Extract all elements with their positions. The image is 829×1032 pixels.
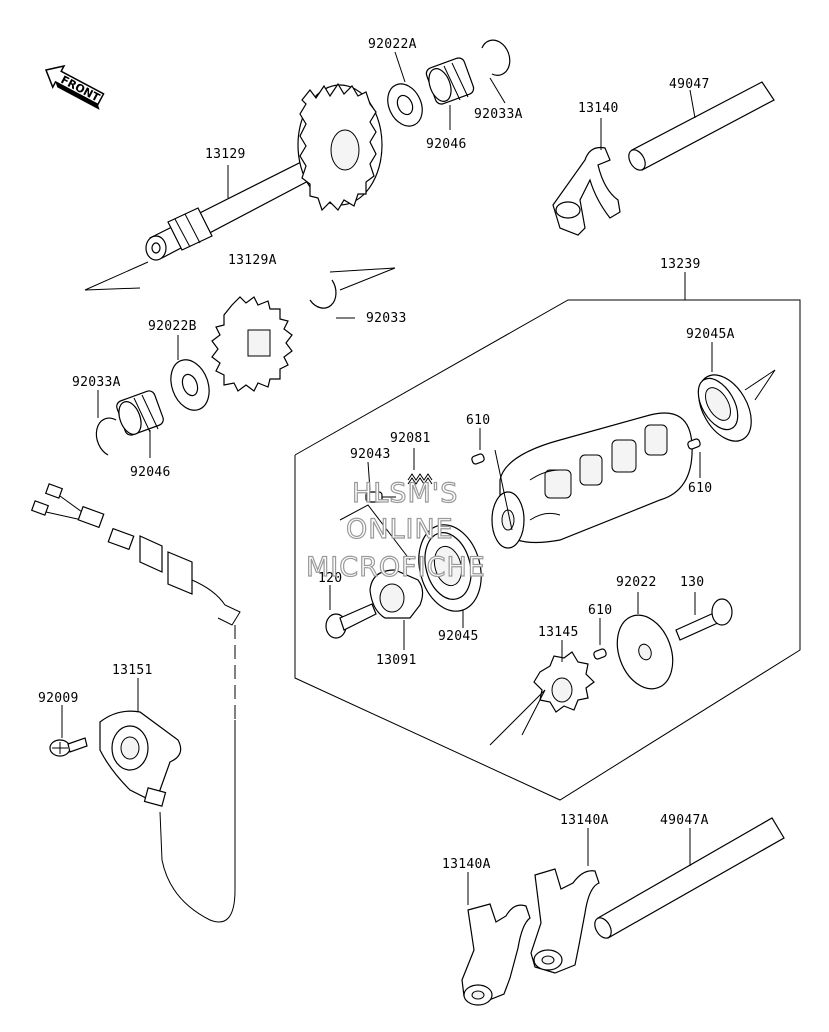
label-610-top: 610 <box>466 413 490 428</box>
label-13239: 13239 <box>660 257 701 272</box>
washer-92022B <box>170 359 210 411</box>
label-92081: 92081 <box>390 431 431 446</box>
label-13145: 13145 <box>538 625 579 640</box>
watermark-line1: HLSM'S <box>352 478 458 509</box>
label-130: 130 <box>680 575 704 590</box>
label-92009: 92009 <box>38 691 79 706</box>
circlip-92033A-top <box>481 39 511 76</box>
pin-610-top <box>471 453 485 465</box>
pin-610-right <box>687 438 701 450</box>
shift-fork-13140A-left <box>461 903 531 1006</box>
label-49047A: 49047A <box>660 813 709 828</box>
label-92022: 92022 <box>616 575 657 590</box>
label-49047: 49047 <box>669 77 710 92</box>
label-92033A-left: 92033A <box>72 375 121 390</box>
shift-drum-cam-13145 <box>533 651 595 713</box>
watermark: HLSM'S ONLINE MICROFICHE <box>305 477 486 583</box>
pin-92043 <box>365 491 396 503</box>
shift-fork-13140 <box>552 146 621 236</box>
shift-drum <box>491 412 693 549</box>
front-arrow-icon: FRONT <box>44 64 105 110</box>
label-13151: 13151 <box>112 663 153 678</box>
washer-92022A <box>387 83 423 127</box>
label-13129: 13129 <box>205 147 246 162</box>
needle-bearing-92046-left <box>116 390 164 436</box>
shift-fork-13140A-right <box>530 868 600 974</box>
watermark-line3: MICROFICHE <box>306 552 486 583</box>
shift-rod-49047 <box>628 81 775 171</box>
gear-13129 <box>297 82 383 212</box>
bolt-130 <box>675 598 733 641</box>
ball-bearing-92045 <box>418 524 482 612</box>
label-13140A-right: 13140A <box>560 813 609 828</box>
label-92033A-top: 92033A <box>474 107 523 122</box>
bolt-120 <box>325 603 377 639</box>
label-92022A: 92022A <box>368 37 417 52</box>
watermark-line2: ONLINE <box>346 514 454 545</box>
label-92045A: 92045A <box>686 327 735 342</box>
label-610-right: 610 <box>688 481 712 496</box>
label-92022B: 92022B <box>148 319 197 334</box>
shift-rod-49047A <box>594 817 785 939</box>
circlip-92033A-left <box>95 417 117 456</box>
cam-13091 <box>369 569 424 619</box>
spring-92081 <box>407 473 433 485</box>
label-92046-left: 92046 <box>130 465 171 480</box>
wire-harness <box>30 483 241 923</box>
label-13091: 13091 <box>376 653 417 668</box>
needle-bearing-92046-top <box>425 57 475 105</box>
sensor-13151 <box>99 710 182 807</box>
label-120: 120 <box>318 571 342 586</box>
circlip-92033 <box>309 279 337 309</box>
pin-610-mid <box>593 648 607 660</box>
label-13129A: 13129A <box>228 253 277 268</box>
label-13140: 13140 <box>578 101 619 116</box>
label-610-mid: 610 <box>588 603 612 618</box>
label-92045: 92045 <box>438 629 479 644</box>
screw-92009 <box>49 737 88 757</box>
washer-92022 <box>616 614 674 690</box>
label-92043: 92043 <box>350 447 391 462</box>
label-92046-top: 92046 <box>426 137 467 152</box>
label-92033: 92033 <box>366 311 407 326</box>
gear-13129A <box>211 296 293 392</box>
ball-bearing-92045A <box>697 374 752 442</box>
label-13140A-left: 13140A <box>442 857 491 872</box>
